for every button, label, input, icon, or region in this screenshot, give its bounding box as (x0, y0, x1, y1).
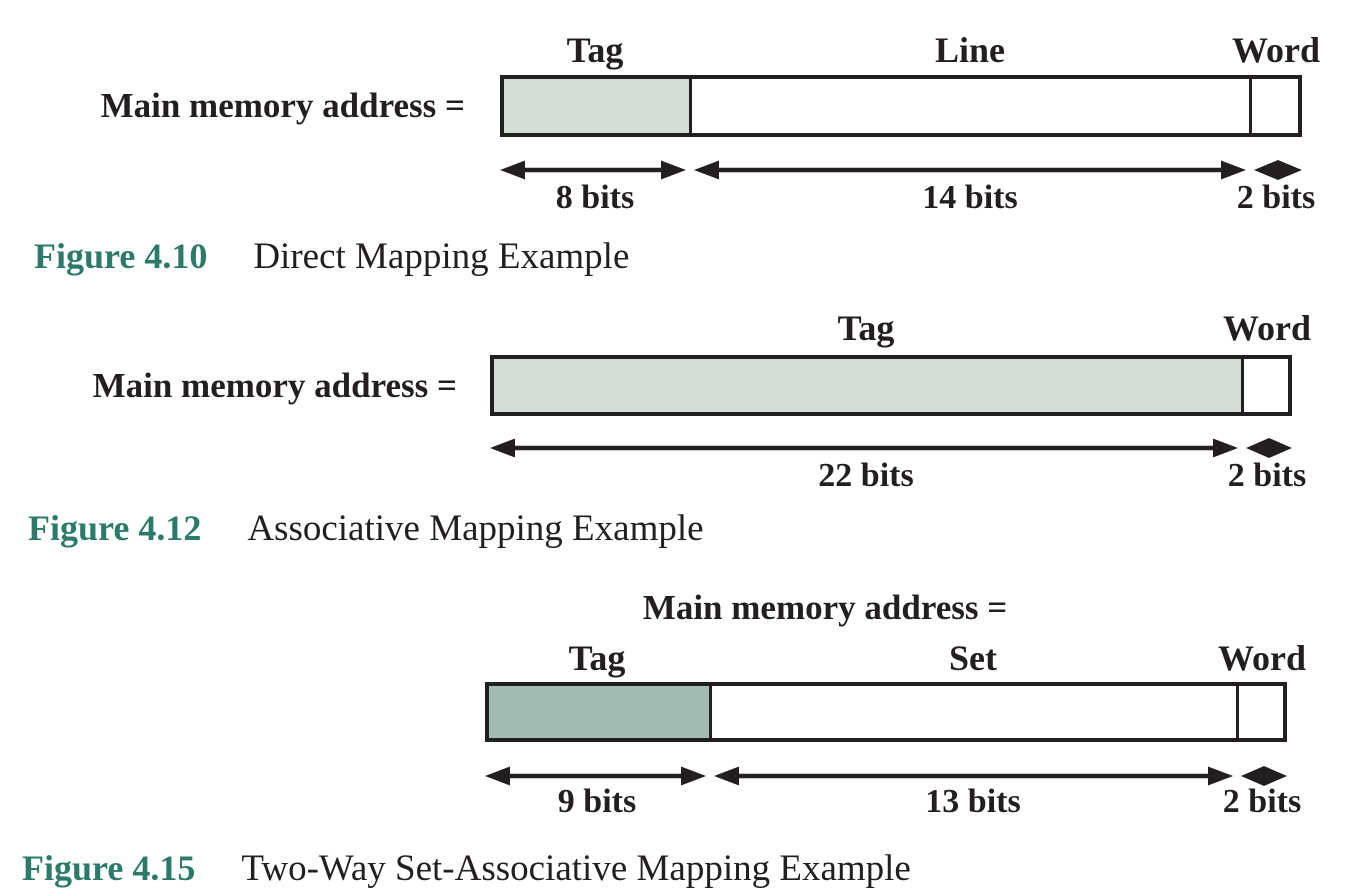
field-label-set: Set (949, 638, 997, 678)
field-label-tag: Tag (837, 308, 895, 348)
address-box (500, 75, 1302, 137)
arrowhead-left (500, 160, 525, 180)
figure-number: Figure 4.12 (28, 508, 202, 548)
arrowhead-left (714, 766, 739, 786)
bits-width-label: 22 bits (818, 457, 914, 494)
arrowhead-right (661, 160, 686, 180)
bit-width-arrows (485, 766, 1287, 786)
field-separator (708, 686, 712, 738)
field-label-tag: Tag (568, 638, 626, 678)
field-label-word: Word (1217, 638, 1307, 678)
bit-width-arrows (490, 438, 1292, 458)
width-diamond-arrow (1254, 160, 1302, 180)
address-box (490, 355, 1292, 416)
figure-title: Direct Mapping Example (253, 236, 630, 277)
field-cell-tag (494, 359, 1241, 412)
arrowhead-right (1208, 766, 1233, 786)
figure-number: Figure 4.15 (22, 848, 196, 888)
arrowhead-left (694, 160, 719, 180)
field-label-word: Word (1222, 308, 1312, 348)
address-label: Main memory address = (100, 86, 465, 125)
figure-caption: Figure 4.15 Two-Way Set-Associative Mappi… (22, 846, 911, 894)
arrowhead-right (681, 766, 706, 786)
address-label: Main memory address = (92, 366, 457, 405)
bits-width-label: 14 bits (922, 179, 1018, 216)
bit-width-arrows (500, 160, 1302, 180)
field-label-tag: Tag (566, 30, 624, 70)
arrowhead-right (1221, 160, 1246, 180)
width-diamond-arrow (1246, 438, 1292, 458)
width-diamond-arrow (1241, 766, 1287, 786)
address-label: Main memory address = (642, 588, 1008, 627)
bits-width-label: 13 bits (925, 783, 1021, 820)
arrowhead-left (485, 766, 510, 786)
figure-title: Associative Mapping Example (247, 508, 704, 549)
address-box (485, 682, 1287, 742)
field-separator (1235, 686, 1239, 738)
bits-width-label: 2 bits (1222, 783, 1302, 820)
bits-width-label: 2 bits (1236, 179, 1316, 216)
bits-width-label: 2 bits (1227, 457, 1307, 494)
figure-caption: Figure 4.12 Associative Mapping Example (28, 506, 704, 558)
bits-width-label: 8 bits (555, 179, 635, 216)
arrowhead-left (490, 438, 515, 458)
field-cell-tag (504, 79, 689, 133)
field-separator (688, 79, 692, 133)
figure-number: Figure 4.10 (34, 236, 208, 276)
field-separator (1248, 79, 1252, 133)
bits-width-label: 9 bits (557, 783, 637, 820)
figure-title: Two-Way Set-Associative Mapping Example (241, 848, 911, 889)
field-separator (1240, 359, 1244, 412)
field-label-line: Line (934, 30, 1006, 70)
figure-caption: Figure 4.10 Direct Mapping Example (34, 234, 629, 286)
arrowhead-right (1213, 438, 1238, 458)
field-cell-tag (489, 686, 709, 738)
field-label-word: Word (1231, 30, 1321, 70)
